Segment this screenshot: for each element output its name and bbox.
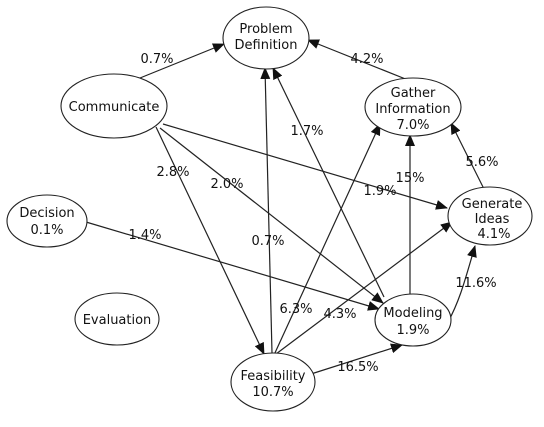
edge-feasibility-to-problem (260, 67, 273, 354)
edge-label-feasibility-gather: 6.3% (279, 302, 312, 317)
node-label-line: Information (375, 102, 450, 117)
node-communicate: Communicate (60, 73, 168, 139)
edge-label-communicate-modeling: 2.0% (210, 177, 243, 192)
edge-communicate-to-feasibility (155, 126, 265, 355)
edge-label-decision-modeling: 1.4% (128, 228, 161, 243)
node-value: 0.1% (30, 223, 63, 238)
edge-label-feasibility-problem: 0.7% (251, 234, 284, 249)
node-label-line: Communicate (69, 100, 160, 115)
edges (85, 39, 485, 375)
edge-label-communicate-generate: 1.9% (363, 184, 396, 199)
node-label-line: Definition (235, 38, 298, 53)
edge-label-communicate-problem: 0.7% (140, 52, 173, 67)
edge-feasibility-to-modeling (310, 343, 403, 375)
node-label-line: Gather (391, 86, 436, 101)
node-value: 10.7% (252, 385, 293, 400)
edge-label-modeling-generate: 11.6% (455, 276, 496, 291)
edge-communicate-to-generate (162, 123, 448, 210)
node-value: 7.0% (396, 118, 429, 133)
edge-modeling-to-generate (447, 245, 477, 323)
edge-communicate-to-modeling (159, 127, 384, 304)
edge-label-modeling-gather: 15% (396, 171, 425, 186)
node-generate-ideas: Generate Ideas 4.1% (447, 186, 533, 246)
edge-decision-to-modeling (85, 221, 380, 311)
node-value: 1.9% (396, 323, 429, 338)
edge-label-feasibility-generate: 4.3% (323, 307, 356, 322)
edge-feasibility-to-generate (275, 221, 453, 355)
node-problem-definition: Problem Definition (222, 6, 310, 70)
edge-label-modeling-problem: 1.7% (290, 124, 323, 139)
node-evaluation: Evaluation (74, 292, 160, 346)
edge-label-feasibility-modeling: 16.5% (337, 360, 378, 375)
node-gather-information: Gather Information 7.0% (364, 77, 462, 137)
node-value: 4.1% (477, 227, 510, 242)
nodes: Problem Definition Gather Information 7.… (6, 6, 533, 412)
node-label-line: Evaluation (83, 313, 152, 328)
edge-label-communicate-feasibility: 2.8% (156, 165, 189, 180)
node-label-line: Generate (462, 197, 523, 212)
node-label-line: Decision (19, 206, 74, 221)
node-label-line: Modeling (383, 306, 442, 321)
node-feasibility: Feasibility 10.7% (230, 352, 316, 412)
node-label-line: Feasibility (241, 369, 306, 384)
edge-gather-to-problem (307, 39, 414, 83)
edge-label-gather-problem: 4.2% (350, 52, 383, 67)
edge-communicate-to-problem (139, 43, 225, 79)
edge-label-generate-gather: 5.6% (465, 155, 498, 170)
edge-generate-to-gather (450, 122, 485, 190)
node-modeling: Modeling 1.9% (374, 293, 452, 347)
edge-feasibility-to-gather (273, 123, 381, 356)
node-label-line: Problem (239, 22, 292, 37)
node-decision: Decision 0.1% (6, 194, 88, 248)
node-label-line: Ideas (475, 212, 510, 227)
edge-modeling-to-problem (272, 67, 385, 298)
edge-labels: 0.7% 4.2% 1.7% 0.7% 2.8% 2.0% 1.9% 1.4% … (128, 52, 498, 375)
